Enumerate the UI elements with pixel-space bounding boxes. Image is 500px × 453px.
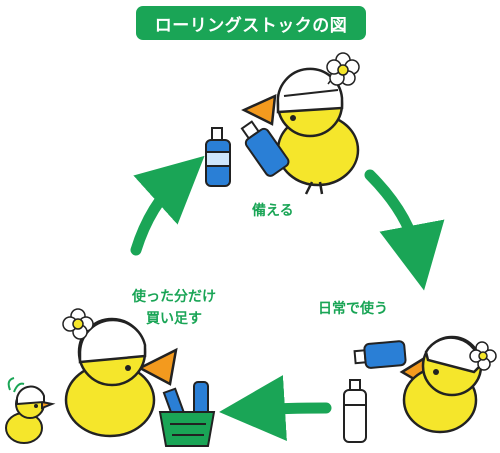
- step-label-daily-use: 日常で使う: [318, 301, 388, 317]
- water-bottle-icon: [240, 120, 290, 177]
- water-bottle-icon: [353, 340, 407, 369]
- chick-with-helmet-icon: [64, 317, 178, 438]
- step-label-rebuy: 使った分だけ 買い足す: [132, 286, 216, 330]
- flower-icon: [326, 52, 360, 86]
- step-label-prepare: 備える: [252, 203, 294, 219]
- chick-icon: [5, 377, 56, 444]
- shopping-basket-icon: [158, 381, 216, 447]
- chick-with-helmet-icon: [399, 335, 483, 434]
- water-bottle-icon: [343, 379, 367, 443]
- step-label-rebuy-line2: 買い足す: [146, 311, 202, 327]
- cycle-arrow-icon: [219, 375, 332, 441]
- diagram-title: ローリングストックの図: [136, 6, 366, 40]
- chick-with-helmet-icon: [241, 67, 360, 195]
- cycle-arrow-icon: [130, 155, 205, 256]
- step-label-rebuy-line1: 使った分だけ: [132, 289, 216, 305]
- cycle-arrow-icon: [364, 169, 445, 291]
- water-bottle-icon: [205, 127, 231, 187]
- flower-icon: [469, 341, 497, 371]
- flower-icon: [62, 308, 94, 340]
